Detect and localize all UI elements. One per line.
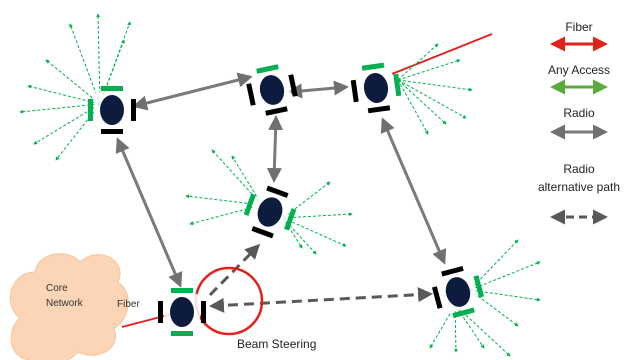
beam-icon — [397, 79, 467, 119]
antenna-access — [284, 208, 297, 231]
beam-icon — [429, 304, 456, 349]
antenna-access — [171, 331, 193, 336]
node-icon — [243, 185, 297, 239]
beam-icon — [453, 304, 458, 353]
legend: Fiber Any Access Radio Radio alternative… — [538, 20, 620, 225]
node-body — [363, 73, 389, 103]
antenna-access — [243, 193, 256, 216]
beam-icon — [69, 23, 101, 105]
antenna-access — [256, 64, 279, 74]
antenna-radio — [265, 106, 288, 116]
beam-icon — [231, 155, 263, 206]
node-body — [259, 75, 285, 105]
antenna-radio — [441, 265, 464, 277]
fiber-link-top — [391, 33, 493, 75]
beam-icon — [282, 212, 353, 219]
antenna-radio — [431, 286, 443, 309]
radio-link — [266, 115, 284, 183]
antenna-radio — [158, 301, 163, 323]
antenna-radio — [266, 185, 289, 198]
node-icon — [350, 62, 402, 114]
beam-icon — [397, 43, 439, 81]
legend-access-label: Any Access — [548, 63, 610, 77]
antenna-radio — [367, 105, 391, 114]
node-body — [257, 197, 283, 227]
antenna-access — [101, 86, 123, 91]
node-body — [100, 95, 124, 125]
node-icon — [246, 64, 298, 116]
antenna-access — [393, 73, 402, 97]
cloud-label-line1: Core — [46, 283, 68, 294]
radio-link — [380, 117, 447, 265]
legend-radio-label: Radio — [563, 106, 595, 120]
radio-link — [115, 137, 183, 288]
beam-icon — [397, 79, 473, 92]
beam-icon — [454, 304, 485, 349]
beam-icon — [45, 59, 101, 105]
beam-icon — [397, 79, 447, 125]
beam-icon — [282, 217, 303, 249]
antenna-radio — [350, 79, 359, 103]
fiber-link-core — [121, 313, 173, 328]
beam-icon — [99, 21, 131, 105]
core-network-cloud: Core Network — [9, 253, 129, 360]
beam-icon — [282, 217, 317, 255]
antenna-radio — [201, 301, 206, 323]
node-body — [170, 297, 194, 327]
alternative-paths — [208, 243, 433, 313]
alt-path-link — [209, 287, 433, 313]
antenna-radio — [251, 226, 274, 239]
legend-fiber-label: Fiber — [565, 20, 592, 34]
fiber-label: Fiber — [117, 299, 140, 310]
beam-icon — [55, 103, 101, 161]
beam-icon — [469, 289, 519, 327]
legend-alt-label-line2: alternative path — [538, 180, 620, 194]
radio-link — [287, 80, 349, 99]
beam-icon — [397, 79, 429, 135]
beam-icon — [96, 13, 101, 105]
beam-icon — [397, 59, 461, 81]
antenna-radio — [246, 83, 256, 106]
beam-icon — [19, 103, 101, 114]
antenna-radio — [101, 129, 123, 134]
antenna-access — [452, 307, 475, 319]
alt-path-link — [208, 243, 261, 297]
beam-steering-label: Beam Steering — [237, 337, 316, 351]
antenna-radio — [131, 99, 136, 121]
beam-icon — [282, 217, 347, 247]
nodes — [88, 62, 485, 336]
node-body — [445, 277, 471, 307]
cloud-icon — [9, 253, 129, 360]
node-icon — [158, 288, 206, 336]
radio-link — [132, 72, 253, 111]
antenna-access — [171, 288, 193, 293]
antenna-access — [361, 62, 385, 71]
antenna-access — [473, 275, 485, 298]
node-icon — [431, 265, 485, 319]
legend-alt-label-line1: Radio — [563, 162, 595, 176]
antenna-radio — [288, 74, 298, 97]
antenna-access — [88, 99, 93, 121]
beam-icon — [469, 261, 541, 291]
cloud-label-line2: Network — [46, 298, 84, 309]
node-icon — [88, 86, 136, 134]
radio-links — [115, 72, 447, 288]
